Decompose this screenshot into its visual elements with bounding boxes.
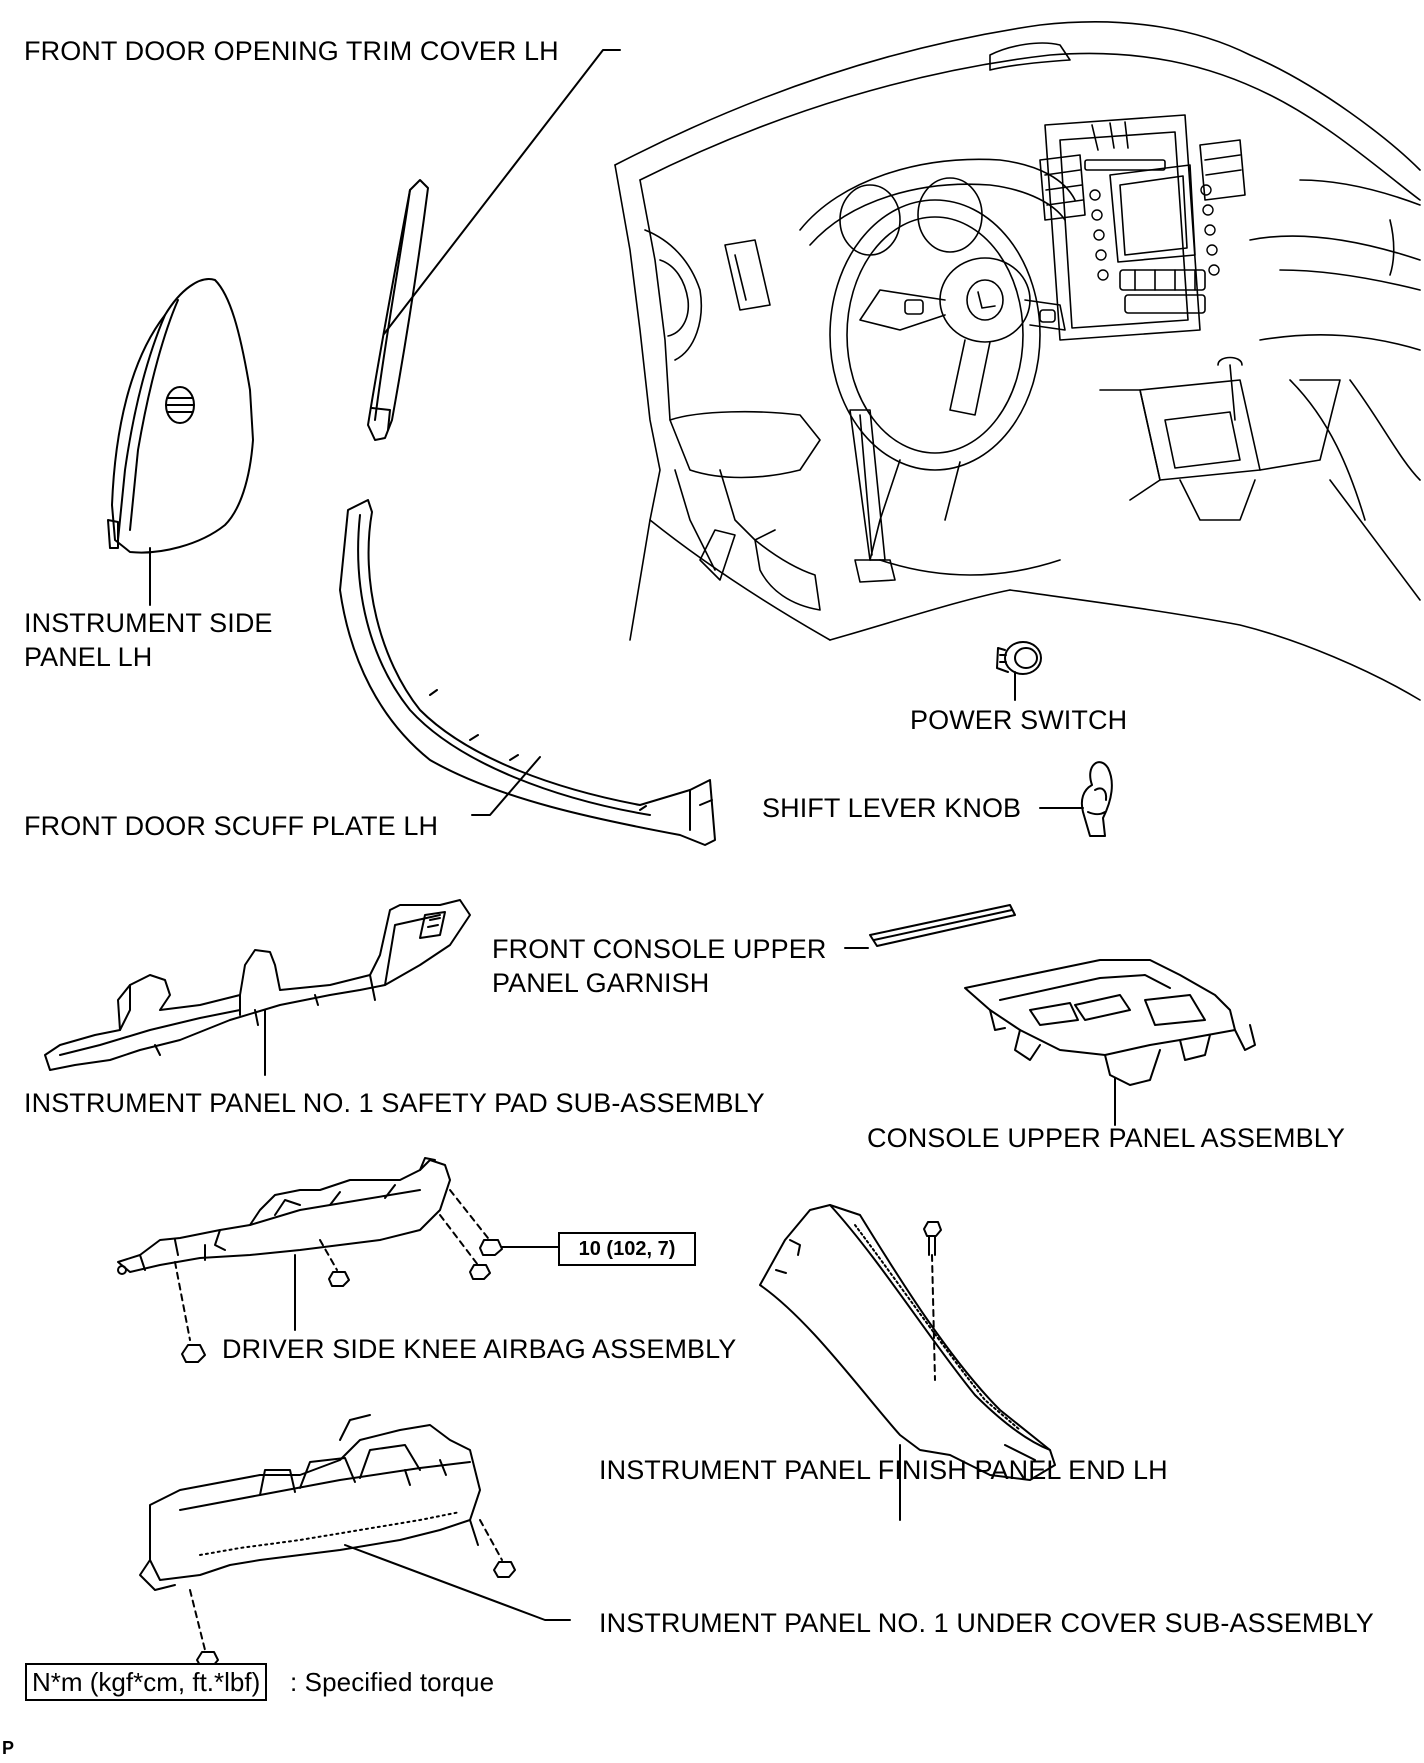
safety-pad-part: [44, 899, 471, 1071]
console-upper-panel-part: [964, 959, 1256, 1086]
front-door-scuff-plate: [339, 499, 716, 846]
under-cover-bolts: [189, 1519, 516, 1668]
label-instrument-side-panel-line2: PANEL LH: [24, 642, 153, 672]
label-under-cover: INSTRUMENT PANEL NO. 1 UNDER COVER SUB-A…: [599, 1608, 1374, 1638]
label-front-console-garnish-line2: PANEL GARNISH: [492, 968, 710, 998]
label-knee-airbag: DRIVER SIDE KNEE AIRBAG ASSEMBLY: [222, 1334, 737, 1364]
finish-panel-end-part: [759, 1204, 1056, 1481]
power-switch-part: [996, 641, 1042, 675]
dashboard-illustration: [614, 21, 1421, 701]
label-finish-panel-end: INSTRUMENT PANEL FINISH PANEL END LH: [599, 1455, 1168, 1485]
corner-mark: P: [2, 1738, 15, 1758]
front-console-garnish-part: [869, 904, 1016, 947]
shift-lever-knob-part: [1080, 761, 1113, 837]
legend-torque-unit: N*m (kgf*cm, ft.*lbf): [25, 1663, 268, 1701]
front-door-opening-trim-cover: [367, 179, 429, 441]
label-safety-pad: INSTRUMENT PANEL NO. 1 SAFETY PAD SUB-AS…: [24, 1088, 765, 1118]
torque-spec-box: 10 (102, 7): [558, 1232, 696, 1266]
knee-airbag-bolts: [174, 1189, 559, 1363]
under-cover-part: [139, 1414, 481, 1591]
leader-line-under-cover: [344, 1544, 571, 1621]
legend-description: : Specified torque: [290, 1667, 495, 1697]
label-console-upper-panel: CONSOLE UPPER PANEL ASSEMBLY: [867, 1123, 1345, 1153]
finish-panel-bolt: [923, 1221, 942, 1381]
label-front-door-scuff-plate: FRONT DOOR SCUFF PLATE LH: [24, 811, 439, 841]
label-shift-lever-knob: SHIFT LEVER KNOB: [762, 793, 1022, 823]
instrument-side-panel: [107, 278, 254, 554]
label-front-console-garnish-line1: FRONT CONSOLE UPPER: [492, 934, 827, 964]
label-instrument-side-panel-line1: INSTRUMENT SIDE: [24, 608, 273, 638]
leader-line-trim-cover: [383, 49, 621, 335]
label-front-door-opening-trim-cover: FRONT DOOR OPENING TRIM COVER LH: [24, 36, 559, 66]
leader-line-scuff-plate: [471, 756, 541, 816]
label-power-switch: POWER SWITCH: [910, 705, 1128, 735]
knee-airbag-part: [117, 1157, 451, 1275]
